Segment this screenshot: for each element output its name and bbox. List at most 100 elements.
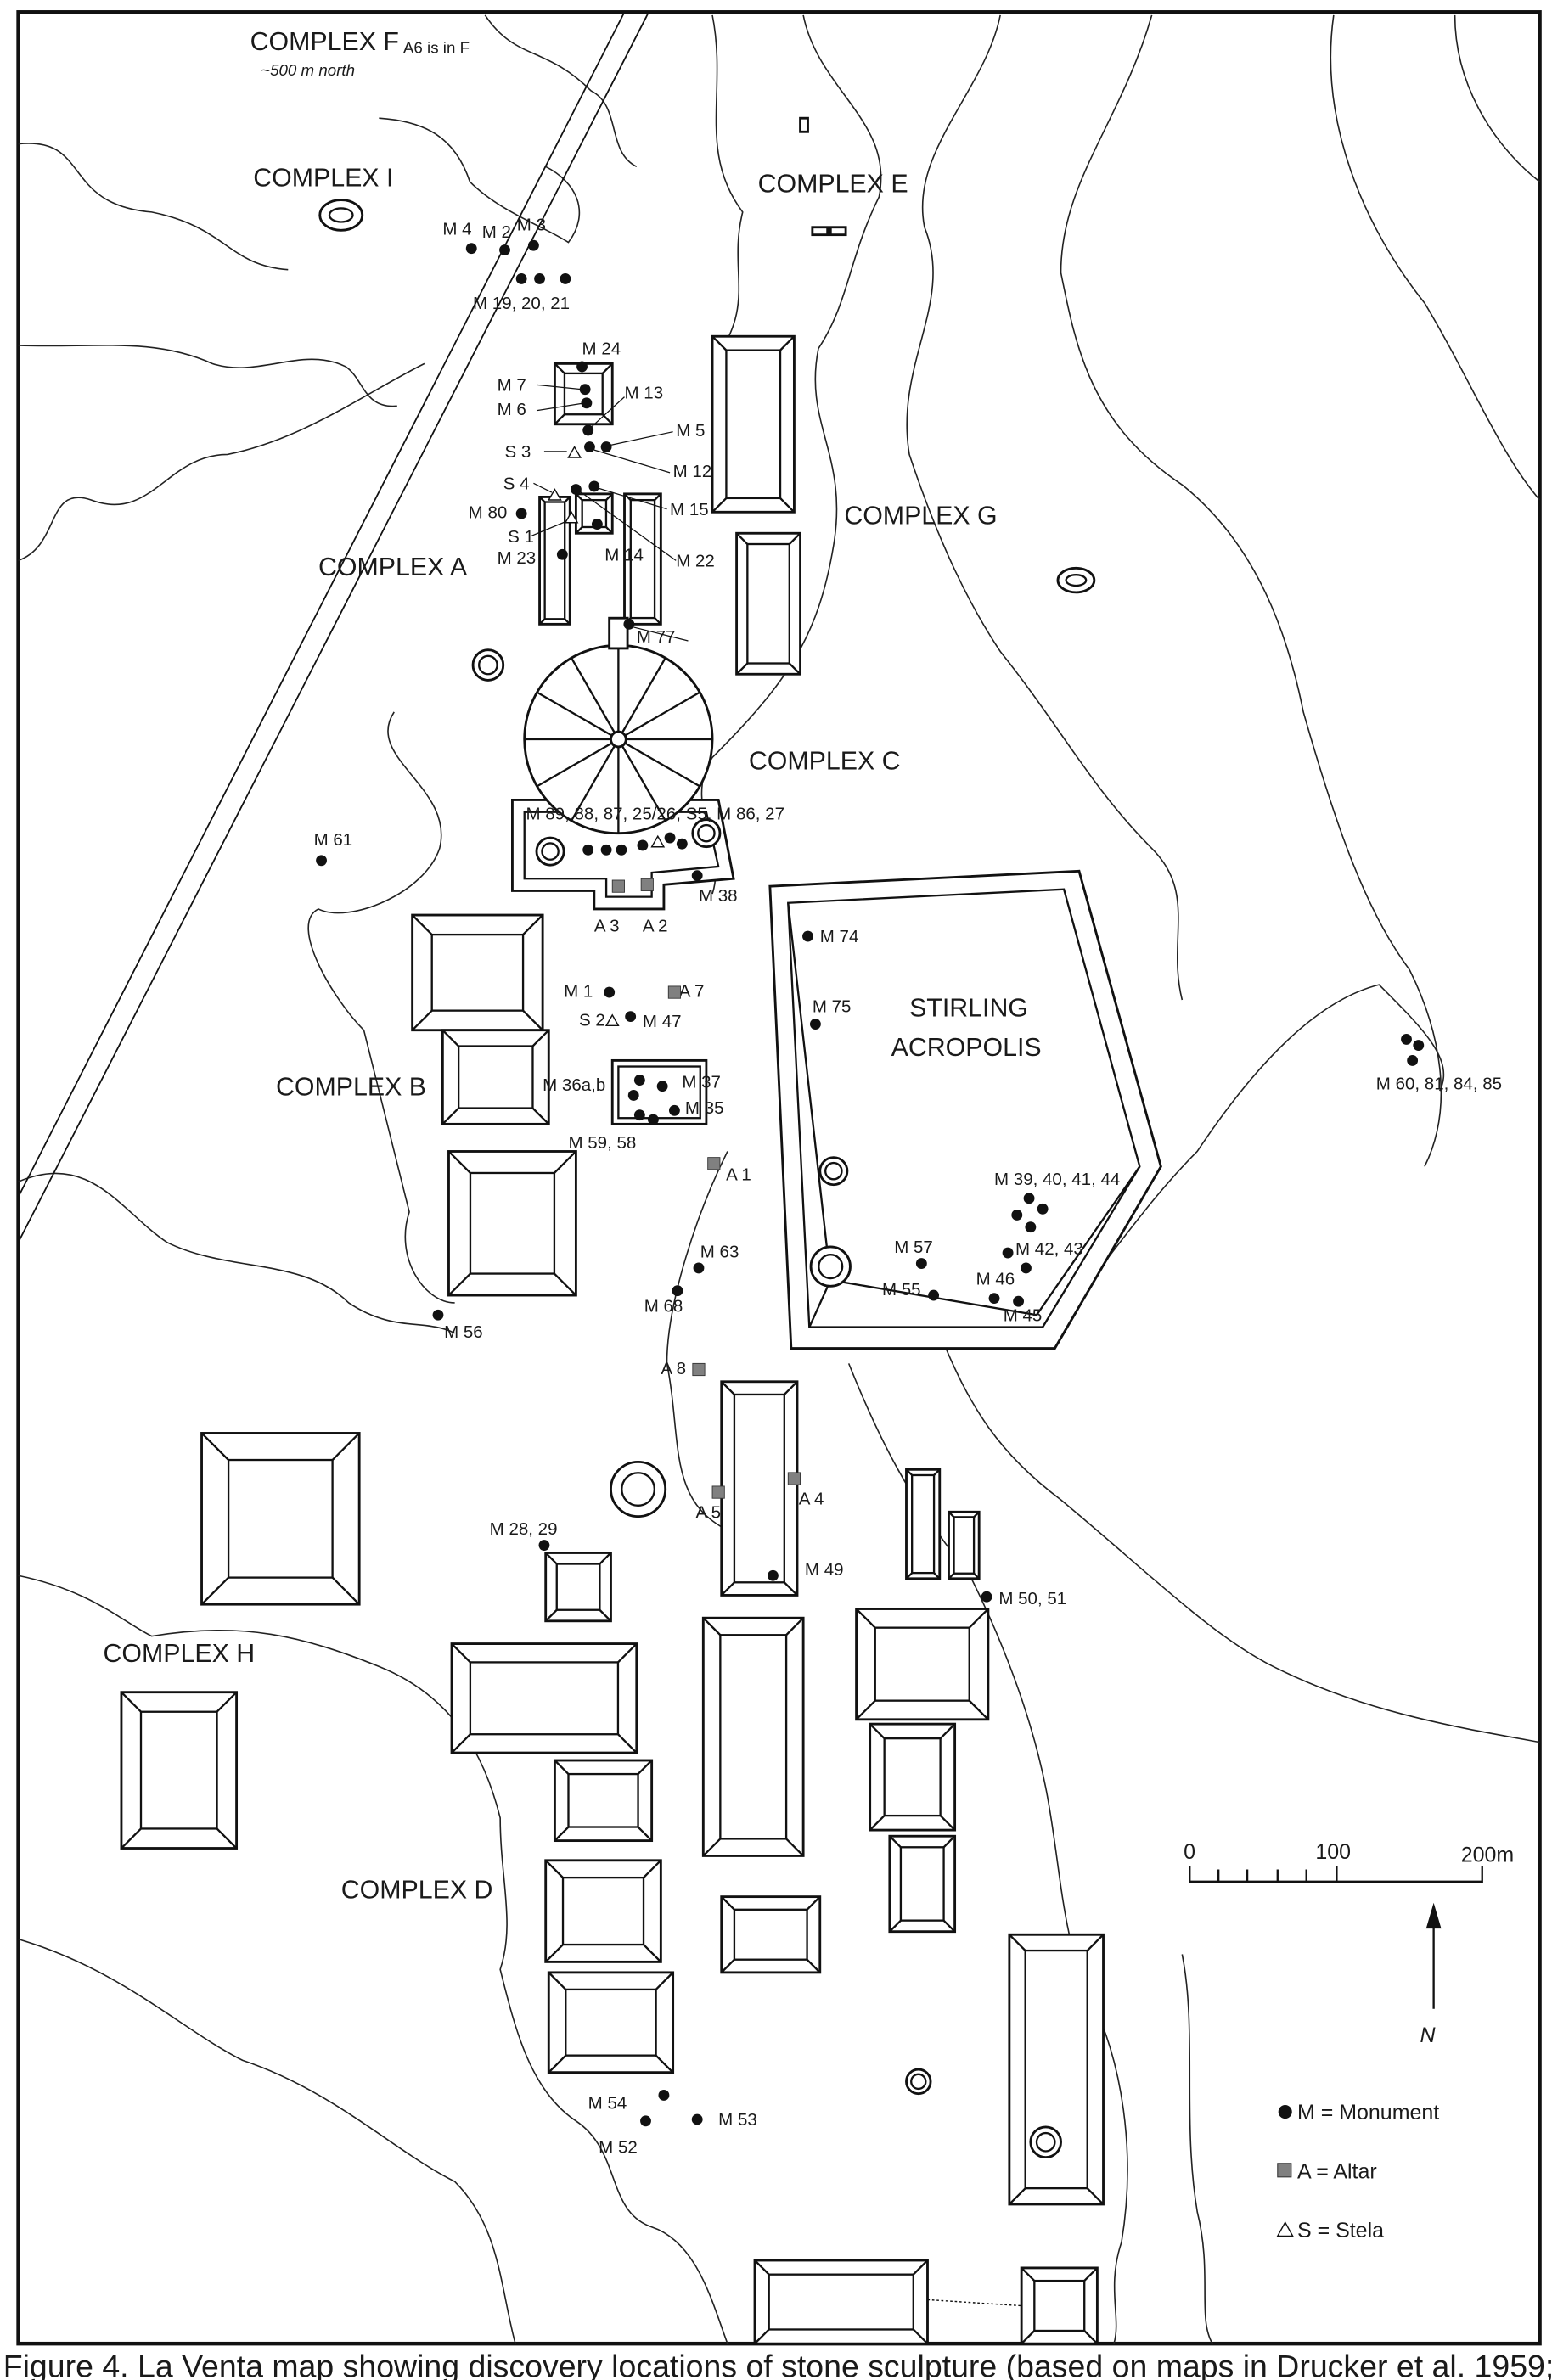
monument-marker-icon xyxy=(604,986,616,998)
monument-marker-icon xyxy=(676,838,688,850)
sculpture-label: S 2 xyxy=(579,1010,605,1030)
monument-marker-icon xyxy=(538,1540,550,1551)
sculpture-label: M 74 xyxy=(820,927,859,946)
mound xyxy=(753,2259,929,2345)
complex-label: COMPLEX B xyxy=(276,1073,426,1101)
monument-marker-icon xyxy=(581,397,593,409)
sculpture-label: M 19, 20, 21 xyxy=(473,294,570,313)
sculpture-label: S 4 xyxy=(503,474,530,494)
mound xyxy=(1008,1933,1105,2206)
sculpture-label: S 1 xyxy=(508,527,534,547)
sculpture-label: M 61 xyxy=(314,830,353,850)
mound xyxy=(948,1510,981,1580)
monument-marker-icon xyxy=(664,832,676,844)
small-mound xyxy=(829,226,847,237)
monument-marker-icon xyxy=(691,870,703,882)
circular-mound xyxy=(610,1460,667,1518)
monument-marker-icon xyxy=(768,1569,779,1581)
monument-marker-icon xyxy=(600,441,612,452)
monument-marker-icon xyxy=(499,244,510,255)
sculpture-label: A 8 xyxy=(661,1359,686,1378)
monument-marker-icon xyxy=(591,519,603,530)
sculpture-label: M 57 xyxy=(894,1238,933,1257)
mound xyxy=(411,913,544,1032)
circular-mound xyxy=(818,1156,849,1187)
altar-marker-icon xyxy=(787,1472,801,1485)
monument-marker-icon xyxy=(648,1114,659,1125)
sculpture-label: M 60, 81, 84, 85 xyxy=(1376,1074,1502,1093)
acropolis-label: STIRLING xyxy=(909,995,1028,1023)
mound xyxy=(905,1468,942,1580)
small-mound xyxy=(811,226,829,237)
sculpture-label: M 36a,b xyxy=(543,1075,605,1095)
mound xyxy=(1020,2266,1099,2345)
circular-mound xyxy=(691,818,722,849)
monument-marker-icon xyxy=(809,1019,821,1030)
oval-mound xyxy=(318,199,364,232)
mound xyxy=(544,1552,612,1623)
monument-marker-icon xyxy=(556,548,568,560)
scale-label-zero: 0 xyxy=(1184,1840,1195,1864)
sculpture-label: M 23 xyxy=(498,548,537,568)
sculpture-label: A 4 xyxy=(799,1489,824,1508)
monument-marker-icon xyxy=(515,508,527,519)
scale-label-100: 100 xyxy=(1315,1840,1351,1864)
mound xyxy=(120,1691,239,1850)
monument-marker-icon xyxy=(1021,1262,1032,1274)
mound xyxy=(869,1722,957,1832)
sculpture-label: M 50, 51 xyxy=(998,1589,1066,1608)
sculpture-label: M 24 xyxy=(582,340,621,359)
stela-marker-icon xyxy=(604,1013,620,1027)
monument-marker-icon xyxy=(623,618,635,630)
mound xyxy=(544,1859,662,1963)
legend-stela: S = Stela xyxy=(1297,2219,1384,2242)
road xyxy=(17,11,649,1243)
monument-marker-icon xyxy=(928,1289,940,1301)
stirling-acropolis xyxy=(768,869,1162,1350)
monument-marker-icon xyxy=(627,1090,639,1101)
sculpture-label: M 80 xyxy=(469,502,508,522)
monument-marker-icon xyxy=(560,272,571,284)
monument-marker-icon xyxy=(570,484,582,495)
stela-marker-icon xyxy=(564,510,579,524)
sculpture-label: M 28, 29 xyxy=(490,1519,558,1539)
a6-note: A6 is in F xyxy=(403,38,470,56)
altar-marker-icon xyxy=(692,1362,706,1377)
monument-marker-icon xyxy=(527,239,539,251)
circular-mound xyxy=(535,836,565,867)
scale-label-200m: 200m xyxy=(1461,1844,1514,1867)
monument-marker-icon xyxy=(988,1293,1000,1305)
monument-marker-icon xyxy=(1407,1054,1419,1066)
sculpture-label: M 4 xyxy=(442,220,471,239)
altar-marker-icon xyxy=(611,879,625,893)
sculpture-label: A 1 xyxy=(726,1165,751,1184)
sculpture-label: A 5 xyxy=(695,1502,721,1522)
stela-symbol-icon xyxy=(1276,2220,1294,2237)
small-mound xyxy=(799,116,809,133)
monument-marker-icon xyxy=(616,844,627,856)
stela-marker-icon xyxy=(567,446,582,458)
acropolis-label: ACROPOLIS xyxy=(891,1034,1042,1062)
monument-marker-icon xyxy=(802,930,813,942)
scale-bar: 0 100 200m xyxy=(1184,1840,1514,1883)
complex-label: COMPLEX E xyxy=(758,171,908,199)
sculpture-label: M 55 xyxy=(882,1280,921,1299)
monument-symbol-icon xyxy=(1278,2105,1292,2119)
complex-label: COMPLEX A xyxy=(318,553,468,581)
mound xyxy=(450,1642,638,1754)
altar-marker-icon xyxy=(711,1485,725,1499)
monument-marker-icon xyxy=(691,2113,703,2125)
markers xyxy=(316,239,1425,2127)
sculpture-label: M 47 xyxy=(643,1012,682,1031)
sculpture-label: S 3 xyxy=(505,442,531,462)
sculpture-label: M 22 xyxy=(676,552,715,571)
monument-marker-icon xyxy=(584,441,595,452)
sculpture-label: M 89, 88, 87, 25/26, S5, M 86, 27 xyxy=(526,805,784,824)
sculpture-label: M 63 xyxy=(700,1242,739,1261)
sculpture-label: M 77 xyxy=(637,627,676,647)
circular-mound xyxy=(471,648,505,682)
circular-mound xyxy=(905,2068,932,2096)
monument-marker-icon xyxy=(637,839,649,851)
monument-marker-icon xyxy=(576,361,588,373)
